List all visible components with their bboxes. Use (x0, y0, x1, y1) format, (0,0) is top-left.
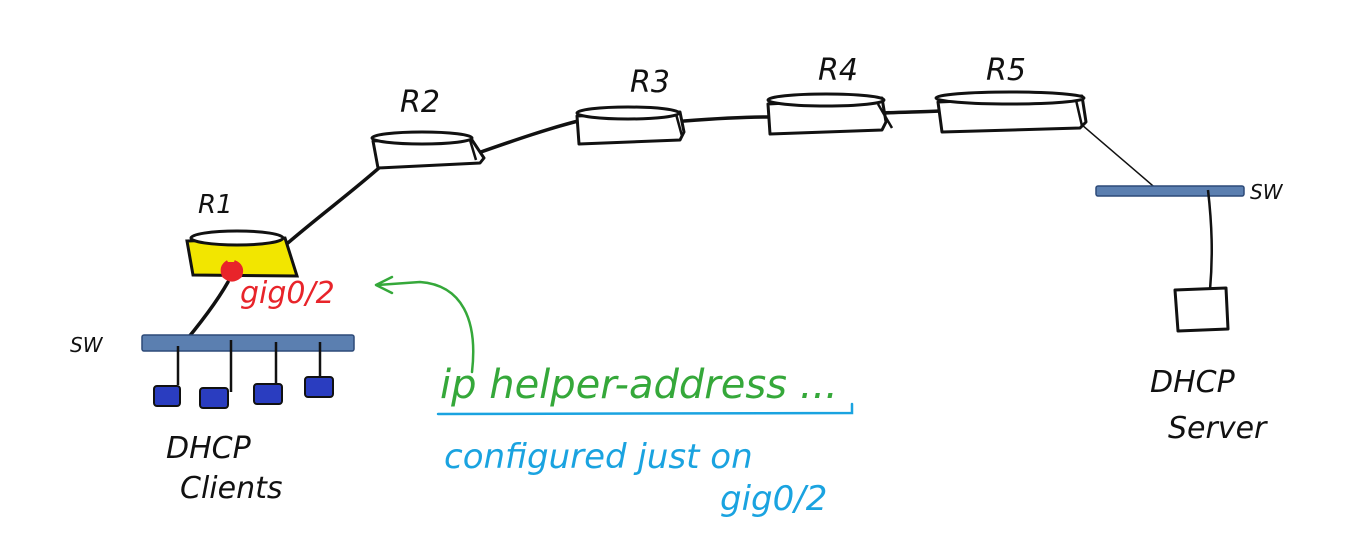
router-r5[interactable] (934, 90, 1088, 134)
note-underline (436, 402, 854, 416)
router-label-r3: R3 (630, 65, 670, 100)
note-line-1: configured just on (444, 437, 753, 477)
router-r1[interactable] (185, 229, 300, 282)
dhcp-client-1[interactable] (153, 385, 181, 407)
server-label-line-2: Server (1168, 411, 1268, 446)
interface-label: gig0/2 (240, 276, 335, 311)
router-r3[interactable] (575, 105, 686, 146)
link-sw-server (1206, 189, 1213, 291)
switch-left[interactable] (141, 334, 355, 352)
note-line-2: gig0/2 (720, 479, 827, 519)
switch-right[interactable] (1095, 185, 1245, 197)
arrow-head (374, 275, 394, 295)
command-label: ip helper-address ... (440, 362, 838, 408)
link-r2-r3 (476, 118, 584, 155)
link-r4-r5 (882, 109, 942, 115)
link-r5-sw (1073, 117, 1161, 193)
dhcp-client-3[interactable] (253, 383, 283, 405)
server-label-line-1: DHCP (1150, 365, 1236, 400)
router-r4[interactable] (766, 92, 894, 136)
switch-label-right: SW (1250, 180, 1284, 204)
clients-label-line-2: Clients (180, 471, 282, 506)
router-r2[interactable] (370, 130, 486, 170)
client-drops (176, 340, 322, 392)
router-label-r4: R4 (818, 53, 858, 88)
router-label-r5: R5 (986, 53, 1026, 88)
dhcp-client-4[interactable] (304, 376, 334, 398)
dhcp-server[interactable] (1173, 286, 1230, 333)
link-r1-r2 (280, 158, 390, 250)
clients-label-line-1: DHCP (166, 431, 252, 466)
router-label-r1: R1 (198, 190, 233, 220)
command-arrow (376, 280, 475, 374)
router-label-r2: R2 (400, 85, 440, 120)
link-r3-r4 (682, 115, 770, 123)
dhcp-client-2[interactable] (199, 387, 229, 409)
switch-label-left: SW (70, 333, 104, 357)
